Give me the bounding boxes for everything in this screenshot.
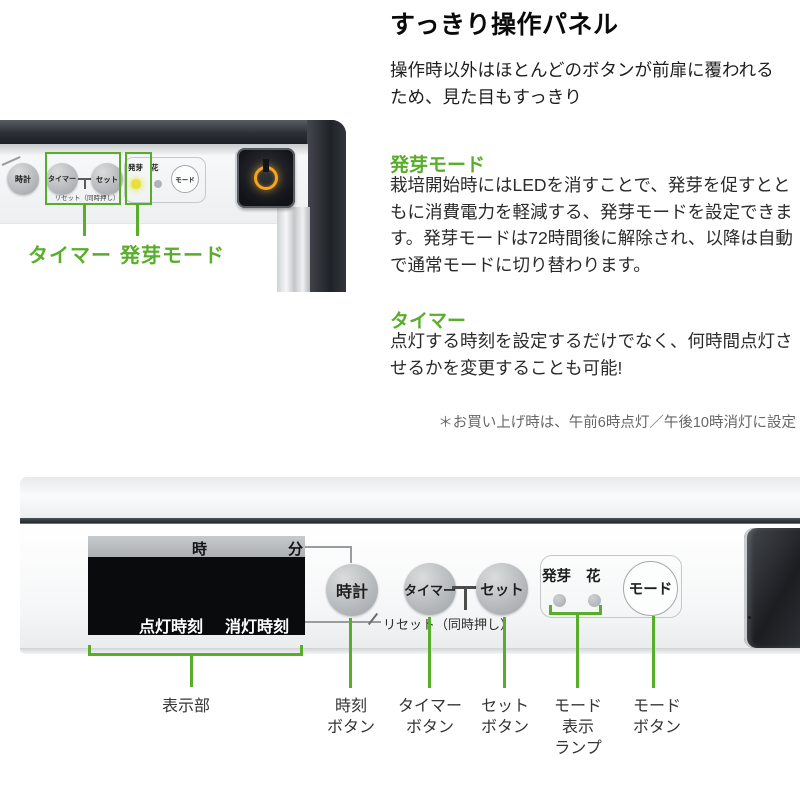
flower-led-icon [588,594,601,607]
device-dark-trim [20,518,800,524]
footnote: ＊お買い上げ時は、午前6時点灯／午後10時消灯に設定 [438,415,796,431]
clock-button: 時計 [326,564,378,616]
callout-line-clock [349,618,352,688]
page-title: すっきり操作パネル [390,11,619,39]
callout-line-mode [652,616,655,688]
set-button: セット [91,163,123,195]
intro-text: 操作時以外はほとんどのボタンが前扉に覆われるため、見た目もすっきり [390,60,774,107]
section-body-germination-mode: 栽培開始時にはLEDを消すことで、発芽を促すとともに消費電力を軽減する、発芽モー… [390,175,793,275]
display-bracket-tick [300,645,303,654]
label-timer-button: タイマー ボタン [397,698,462,736]
display-bracket [88,653,303,656]
printed-callout-line [305,546,351,548]
section-heading-germination-mode: 発芽モード [390,155,486,176]
display-minute-label: 分 [288,541,304,558]
timer-button-label: タイマー [404,582,457,598]
display-hour-label: 時 [192,541,208,558]
led-bracket-stem [576,614,579,688]
reset-note: リセット（同時押し） [383,617,514,632]
acrylic-pillar [277,207,310,292]
callout-line-timer [428,617,431,688]
printed-callout-line [350,546,352,563]
panel-dot [748,616,751,619]
lcd-display [88,557,305,635]
clock-button: 時計 [7,163,39,195]
set-button: セット [476,563,528,615]
set-button-label: セット [95,174,119,184]
section-body-timer: 点灯する時刻を設定するだけでなく、何時間点灯させるかを変更することも可能! [390,331,793,378]
article-column: すっきり操作パネル 操作時以外はほとんどのボタンが前扉に覆われるため、見た目もす… [390,0,798,460]
flower-led-label: 花 [151,163,159,172]
reset-note: リセット（同時押し） [54,195,120,202]
device-frame-top [0,120,346,144]
set-button-label: セット [480,582,524,599]
callout-line-germination [136,205,139,236]
clock-button-label: 時計 [335,584,368,601]
callout-label-germination-mode: 発芽モード [120,245,225,267]
germination-led-icon [553,594,566,607]
callout-label-timer: タイマー [28,245,112,267]
clock-button-label: 時計 [15,174,31,184]
display-bracket-stem [190,655,193,687]
display-on-time-label: 点灯時刻 [139,619,204,636]
mode-led-group [540,555,682,618]
led-bracket-tick [599,605,602,614]
panel-top-edge [0,144,308,155]
timer-button: タイマー [46,163,78,195]
germination-led-icon [131,179,141,189]
led-bracket-tick [549,605,552,614]
printed-callout-line [305,621,381,623]
power-icon-stem [263,159,269,172]
power-button-partial [744,528,800,648]
label-set-button: セット ボタン [480,698,529,736]
device-frame-right [307,120,346,292]
section-heading-timer: タイマー [390,311,467,332]
callout-line-set [503,617,506,688]
label-mode-button: モード ボタン [632,698,681,736]
label-clock-button: 時刻 ボタン [326,698,375,736]
timer-button: タイマー [404,563,456,615]
flower-led-label: 花 [586,569,601,585]
mode-button: モード [171,165,199,193]
label-mode-lamp: モード 表示 ランプ [553,698,602,757]
device-top-bar [20,477,800,518]
display-off-time-label: 消灯時刻 [225,619,290,636]
callout-line-timer [83,205,86,236]
control-panel-photo-top: 時計 タイマー セット リセット（同時押し） 発芽 花 モード タイマー 発芽モ… [0,112,346,292]
power-button [237,148,295,208]
display-bracket-tick [88,645,91,654]
control-panel-photo-bottom: 時 分 点灯時刻 消灯時刻 時計 タイマー セット リセット（同時押し） 発芽 … [20,475,800,661]
mode-button: モード [623,561,678,616]
timer-set-connector-stem [84,178,86,189]
mode-button-label: モード [175,177,195,184]
germination-led-label: 発芽 [542,569,571,585]
label-display-area: 表示部 [161,698,210,715]
highlight-box-timer [45,152,121,205]
timer-set-connector-stem [464,586,467,610]
timer-button-label: タイマー [48,176,76,183]
display-header-band [88,536,305,557]
highlight-box-germination [125,152,152,205]
germination-led-label: 発芽 [128,163,143,172]
panel-bottom-edge [20,648,800,654]
mode-button-label: モード [628,582,673,598]
mode-led-group [124,157,206,203]
led-bracket [549,612,602,615]
flower-led-icon [154,180,162,188]
